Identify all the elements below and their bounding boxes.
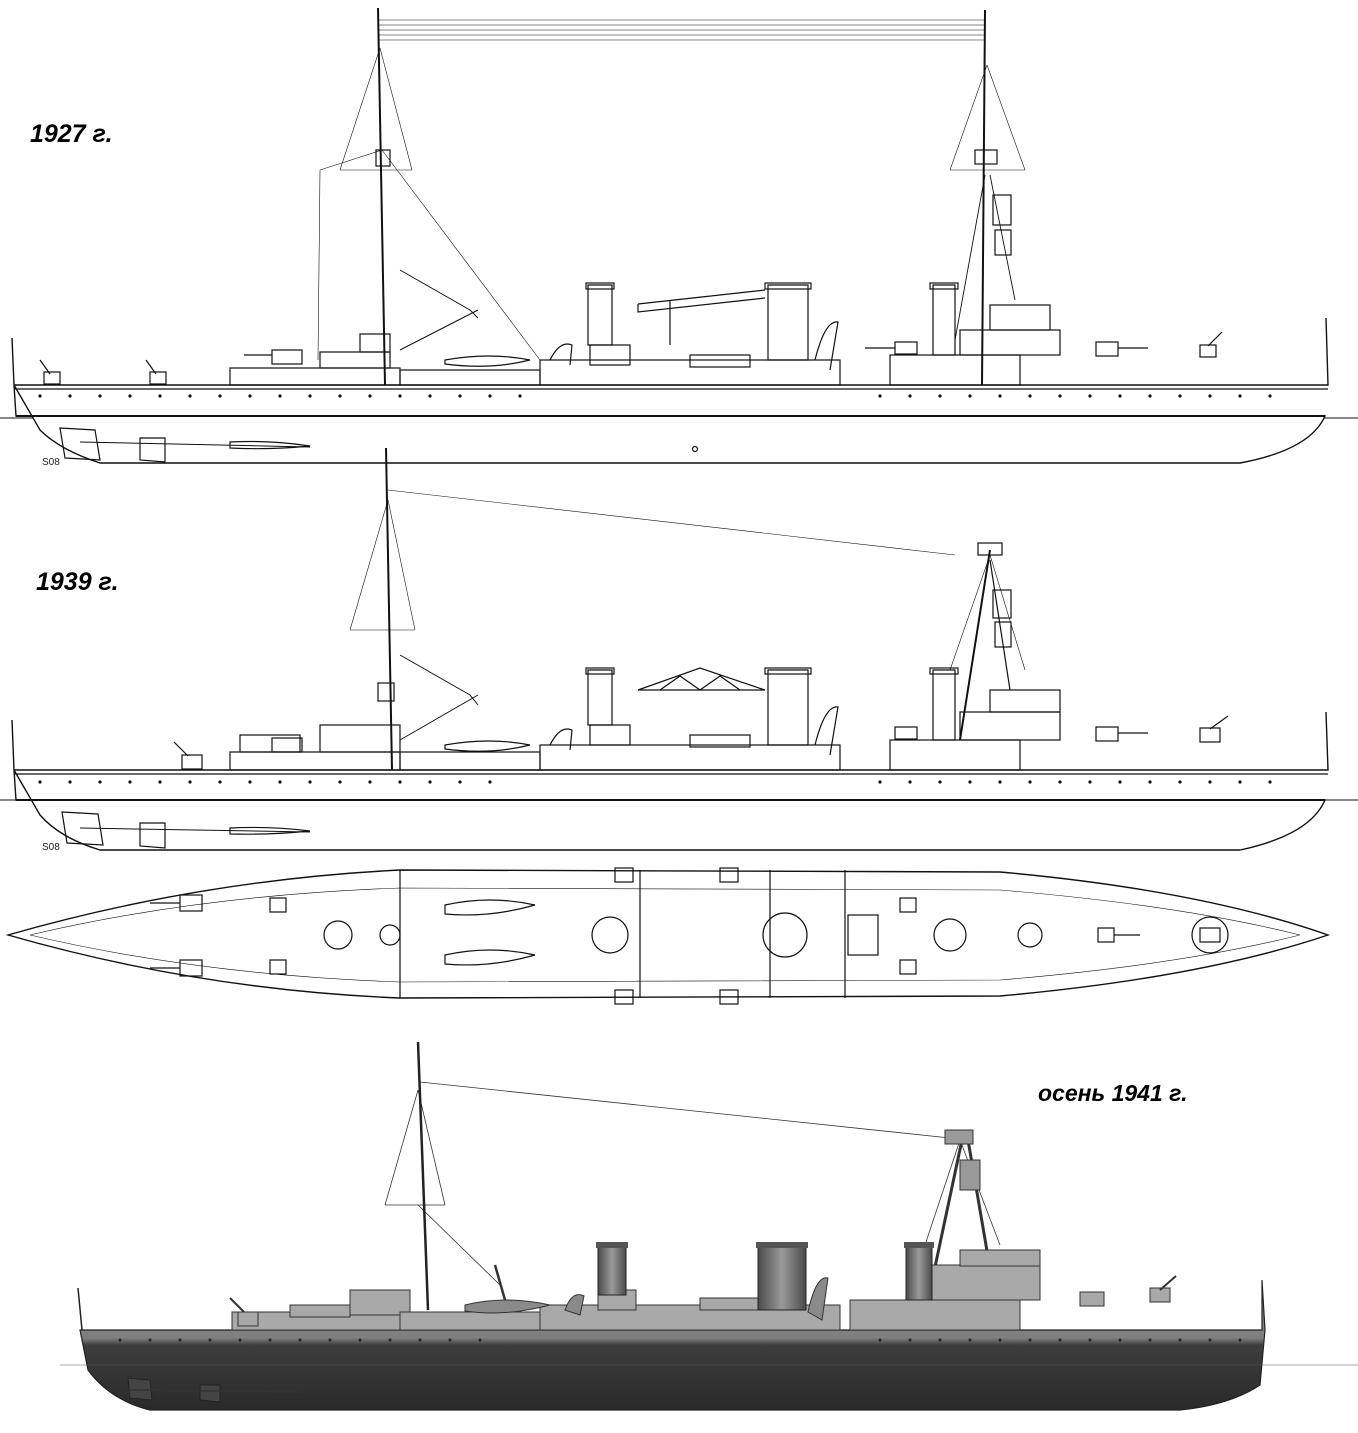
deck-outline	[5, 869, 1331, 999]
funnel-2-1941	[757, 1244, 807, 1311]
shaft-1927	[79, 441, 311, 448]
crane-1927	[637, 289, 766, 345]
funnel-3-1927	[932, 284, 956, 356]
portholes-1939	[38, 780, 1272, 784]
crane-1939	[637, 667, 766, 691]
funnel-2-1927	[767, 284, 809, 361]
portholes-1927	[38, 394, 1272, 453]
scale-mark-1927: Ѕ08	[42, 457, 60, 468]
boat-1927	[444, 355, 531, 367]
rudder-1939	[61, 811, 104, 846]
plan-view	[5, 867, 1331, 1005]
scale-mark-1939: Ѕ08	[42, 842, 60, 853]
view-label-1939: 1939 г.	[36, 568, 119, 596]
funnel-1-1927	[587, 284, 613, 346]
hull-1939	[11, 711, 1329, 851]
funnel-3-1941	[905, 1244, 933, 1301]
funnel-1-1939	[587, 669, 613, 726]
rudder-1927	[59, 427, 101, 461]
funnel-2-1939	[767, 669, 809, 746]
guns-1939	[173, 715, 1229, 770]
fore-mast-1927	[317, 7, 985, 386]
funnel-3-top	[933, 918, 967, 952]
funnel-2-top	[762, 912, 808, 958]
fore-mast-1939	[349, 447, 956, 771]
view-label-1927: 1927 г.	[30, 120, 113, 148]
guns-plan	[150, 867, 1229, 1005]
view-label-autumn-1941: осень 1941 г.	[1038, 1080, 1188, 1106]
profile-1939	[0, 447, 1358, 851]
funnel-3-1939	[932, 669, 956, 741]
profile-autumn-1941	[60, 1041, 1358, 1411]
hull-1941	[79, 1279, 1266, 1411]
boat-1941	[464, 1299, 551, 1314]
funnel-1-top	[591, 916, 629, 954]
main-mast-1939	[949, 542, 1026, 741]
boat-1939	[444, 740, 531, 752]
fore-mast-1941	[416, 1041, 430, 1311]
funnel-1-1941	[597, 1244, 627, 1296]
guns-1927	[39, 331, 1223, 385]
main-mast-1927	[949, 9, 1026, 386]
profile-1927	[0, 7, 1358, 464]
